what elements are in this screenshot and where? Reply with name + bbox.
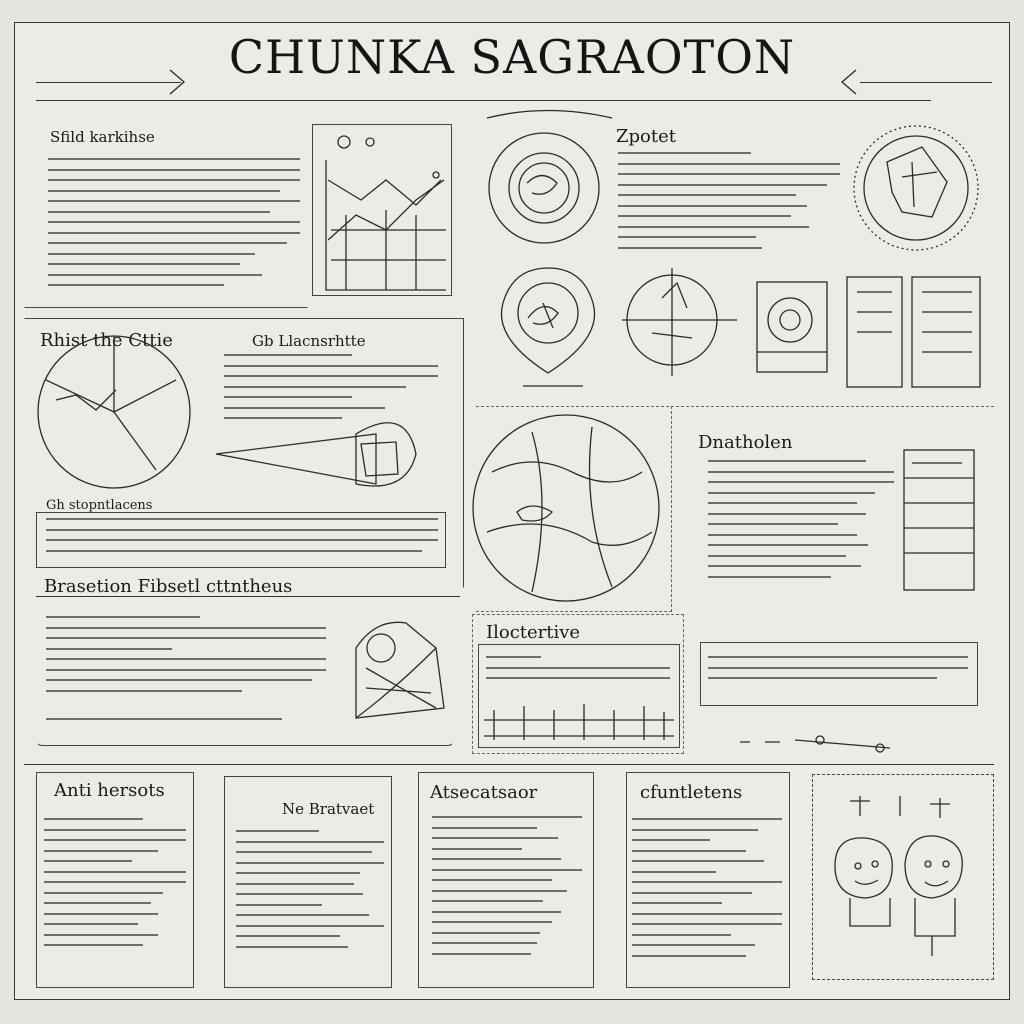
bottom-panel-3: [418, 772, 594, 988]
bottom-4-text: [632, 818, 782, 965]
top-left-text: [48, 158, 300, 295]
center-lower-text: [486, 656, 670, 688]
right-middle-text: [708, 460, 894, 586]
bottom-row-rule: [24, 764, 994, 765]
title-arrow-right-icon: [841, 69, 857, 95]
right-lower-box: [700, 642, 978, 706]
device-diagram: [756, 281, 828, 373]
right-lower-text: [708, 656, 968, 688]
center-lower-box: [478, 644, 680, 748]
title-underline: [36, 100, 931, 101]
poster-title: CHUNKA SAGRAOTON: [228, 30, 796, 84]
center-left-heading: Gb Llacnsrhtte: [252, 332, 366, 350]
center-lower-frame: [472, 614, 684, 754]
bottom-panel-4: [626, 772, 790, 988]
table-diagram: [903, 449, 975, 591]
title-arrow-left-icon: [169, 69, 185, 95]
title-rule-left: [36, 82, 181, 83]
top-left-panel: [24, 118, 308, 308]
right-middle-rule: [476, 406, 994, 407]
bottom-panel-2: [224, 776, 392, 988]
top-left-heading: Sfild karkihse: [50, 128, 155, 146]
bottom-1-heading: Anti hersots: [54, 780, 165, 801]
left-lower-rule: [36, 596, 460, 597]
center-lower-heading: Iloctertive: [486, 622, 581, 643]
right-top-text: [618, 152, 840, 257]
circle-diagram-top: [486, 109, 613, 244]
bottom-panel-5: [812, 774, 994, 980]
top-sketch-frame: [312, 124, 452, 296]
left-middle-text: [46, 518, 438, 560]
dial-diagram: [37, 335, 191, 489]
left-middle-panel: [24, 318, 464, 588]
bottom-2-heading: Ne Bratvaet: [282, 800, 375, 818]
waveform-diagram: [484, 704, 674, 740]
center-left-text: [224, 354, 438, 428]
left-lower-frame: [36, 600, 454, 746]
arrows-icon: [740, 735, 891, 753]
subheading-small: Gh stopntlacens: [46, 498, 153, 513]
cross-section-diagram: [622, 268, 737, 376]
left-lower-heading: Brasetion Fibsetl cttntheus: [44, 576, 293, 597]
figures-illustration: [834, 796, 963, 956]
right-middle-heading: Dnatholen: [698, 432, 793, 453]
mechanism-diagram: [355, 621, 445, 719]
left-lower-text: [46, 616, 326, 700]
left-middle-text-box: [36, 512, 446, 568]
bottom-3-heading: Atsecatsaor: [430, 782, 538, 803]
pin-diagram: [500, 267, 596, 387]
title-rule-right: [860, 82, 992, 83]
bottom-3-text: [432, 816, 582, 963]
cone-diagram: [215, 422, 417, 487]
globe-diagram-center: [472, 414, 660, 602]
left-lower-caption: [46, 718, 282, 729]
globe-frame: [476, 406, 672, 612]
bottom-4-heading: cfuntletens: [640, 782, 743, 803]
bottom-2-text: [236, 830, 384, 956]
bottom-1-text: [44, 818, 186, 955]
globe-diagram-top-right: [853, 125, 979, 251]
right-top-heading: Zpotet: [616, 126, 676, 147]
left-middle-heading: Rhist the Cttie: [40, 330, 173, 351]
line-chart-sketch: [325, 135, 446, 291]
panel-diagram: [846, 276, 981, 388]
bottom-panel-1: [36, 772, 194, 988]
